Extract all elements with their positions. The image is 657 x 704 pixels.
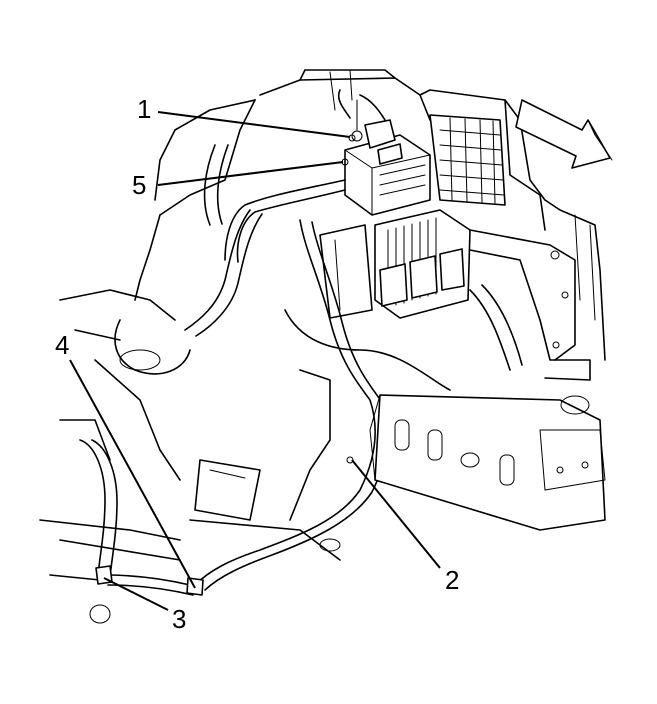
- lower-frame-crossmember: [49, 369, 341, 624]
- callout-leaders: [69, 111, 441, 611]
- lower-harness-branch: [79, 439, 204, 596]
- engine-control-module: [319, 209, 471, 319]
- leader-3: [103, 577, 169, 611]
- callout-4: 4: [55, 330, 69, 360]
- callout-5: 5: [132, 170, 146, 200]
- callout-2: 2: [445, 565, 459, 595]
- engine-wiring-harness: [184, 144, 523, 591]
- module-mounting-bracket: [469, 229, 591, 381]
- cowl-vent-grille: [429, 114, 506, 206]
- forward-direction-arrow-icon: [515, 99, 613, 169]
- underhood-fuse-block: [337, 89, 431, 216]
- callout-3: 3: [172, 604, 186, 634]
- front-frame-rail: [369, 394, 606, 531]
- left-strut-tower: [39, 289, 191, 541]
- leader-2: [351, 459, 441, 569]
- leader-4: [69, 359, 196, 589]
- leader-5: [157, 161, 344, 186]
- callout-1: 1: [137, 94, 151, 124]
- firewall-structure: [134, 69, 606, 361]
- leader-1: [157, 111, 351, 138]
